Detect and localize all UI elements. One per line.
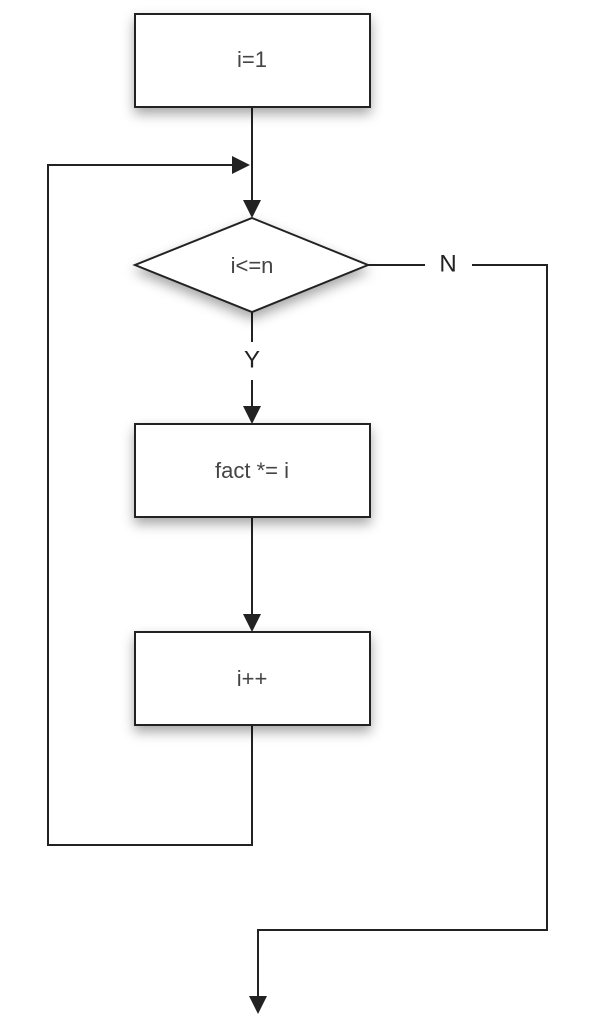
- condition-diamond: [132, 216, 371, 314]
- no-edge-label: N: [439, 250, 456, 277]
- init-label: i=1: [237, 47, 267, 72]
- node-multiply: fact *= i: [134, 423, 371, 518]
- edge-loop-back: [47, 156, 253, 846]
- condition-label: i<=n: [231, 253, 274, 278]
- node-init: i=1: [134, 13, 371, 108]
- node-condition: i<=n: [132, 216, 371, 314]
- increment-label: i++: [237, 666, 268, 691]
- edge-exit: [249, 264, 548, 1014]
- yes-edge-label: Y: [244, 346, 260, 373]
- multiply-box: [134, 423, 371, 518]
- init-box: [134, 13, 371, 108]
- node-increment: i++: [134, 631, 371, 726]
- edges: [47, 107, 548, 1014]
- multiply-label: fact *= i: [215, 458, 289, 483]
- increment-box: [134, 631, 371, 726]
